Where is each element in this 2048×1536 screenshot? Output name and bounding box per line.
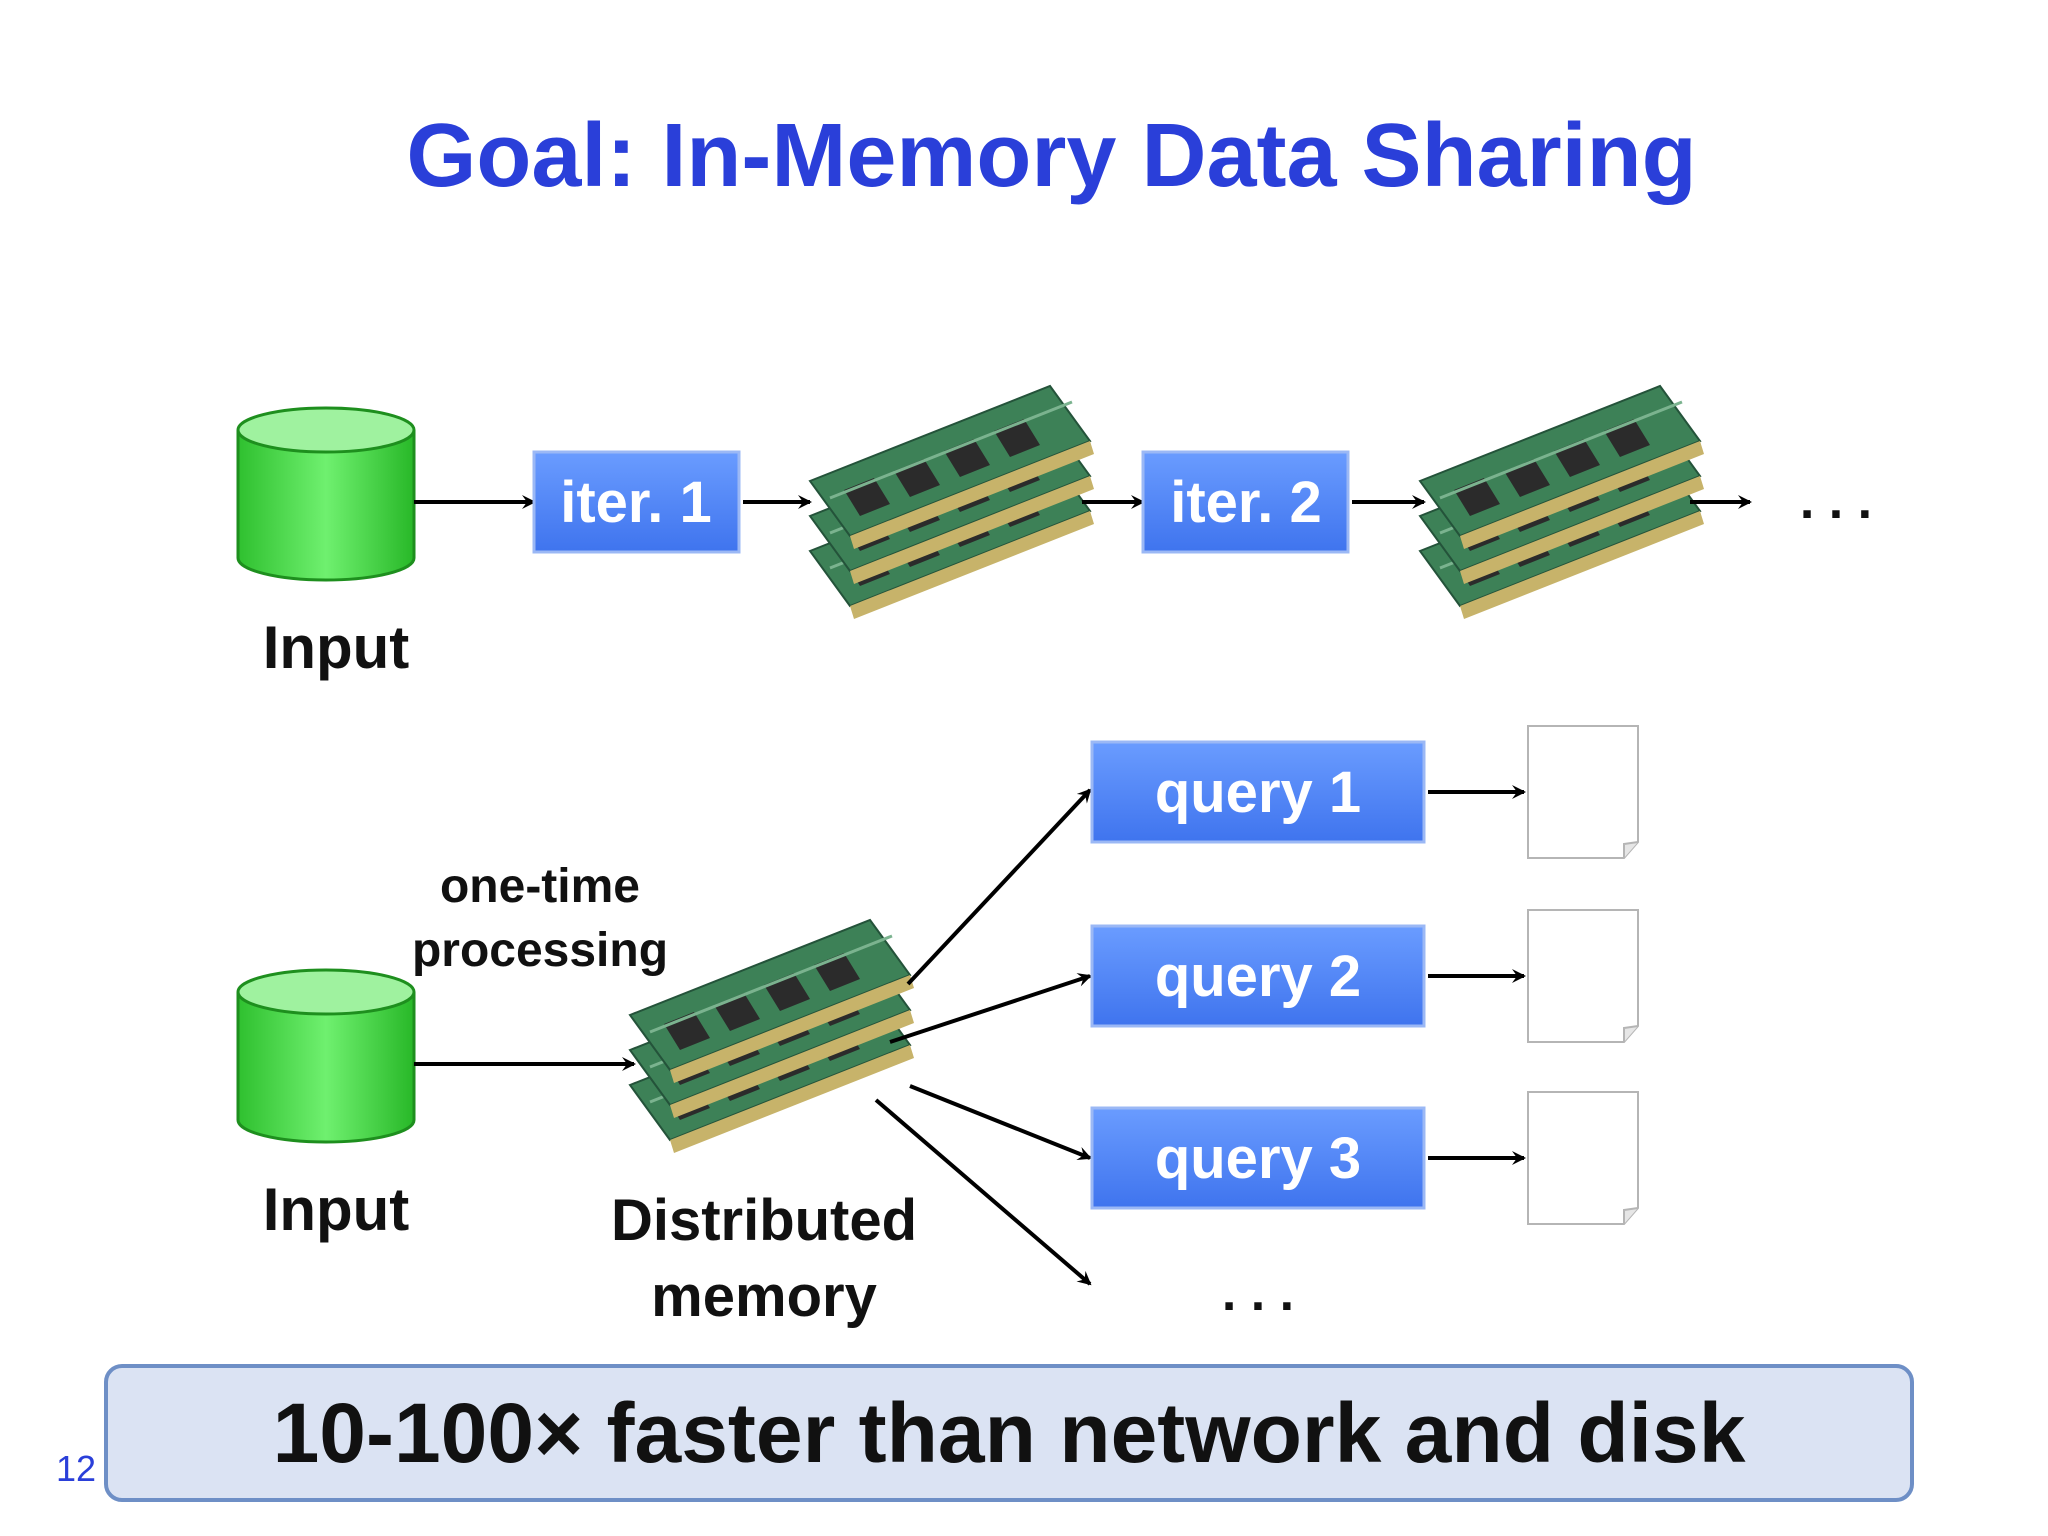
bottom-input-cylinder: [236, 968, 416, 1144]
slide-title: Goal: In-Memory Data Sharing: [406, 106, 1697, 206]
result-document-3: [1527, 1091, 1639, 1225]
slide-number: 12: [56, 1448, 97, 1489]
iter-2-box: iter. 2: [1141, 450, 1350, 554]
memory-stack-2: [1420, 386, 1704, 619]
one-time-label-line2: processing: [412, 924, 668, 977]
query-2-box: query 2: [1090, 924, 1426, 1028]
speedup-banner: 10-100× faster than network and disk: [104, 1364, 1914, 1502]
iter-1-label: iter. 1: [560, 470, 712, 535]
result-document-1: [1527, 725, 1639, 859]
top-input-label: Input: [263, 614, 410, 681]
arrow-mem-to-query2: [889, 973, 1092, 1044]
query-1-label: query 1: [1155, 760, 1361, 825]
result-document-2: [1527, 909, 1639, 1043]
distributed-memory-stack: [630, 920, 914, 1153]
query-3-box: query 3: [1090, 1106, 1426, 1210]
one-time-label-line1: one-time: [440, 860, 640, 913]
query-2-label: query 2: [1155, 944, 1361, 1009]
distributed-memory-label-line2: memory: [651, 1264, 877, 1329]
bottom-ellipsis: . . .: [1222, 1264, 1294, 1322]
query-1-box: query 1: [1090, 740, 1426, 844]
arrow-mem-to-more: [874, 1098, 1092, 1286]
top-input-cylinder: [236, 406, 416, 582]
iter-2-label: iter. 2: [1170, 470, 1322, 535]
arrow-mem-to-query1: [906, 788, 1092, 986]
memory-stack-1: [810, 386, 1094, 619]
speedup-banner-text: 10-100× faster than network and disk: [272, 1385, 1746, 1480]
query-3-label: query 3: [1155, 1126, 1361, 1191]
bottom-input-label: Input: [263, 1176, 410, 1243]
iter-1-box: iter. 1: [532, 450, 741, 554]
arrow-mem-to-query3: [909, 1084, 1092, 1161]
top-ellipsis: . . .: [1800, 472, 1872, 530]
distributed-memory-label-line1: Distributed: [611, 1188, 917, 1253]
